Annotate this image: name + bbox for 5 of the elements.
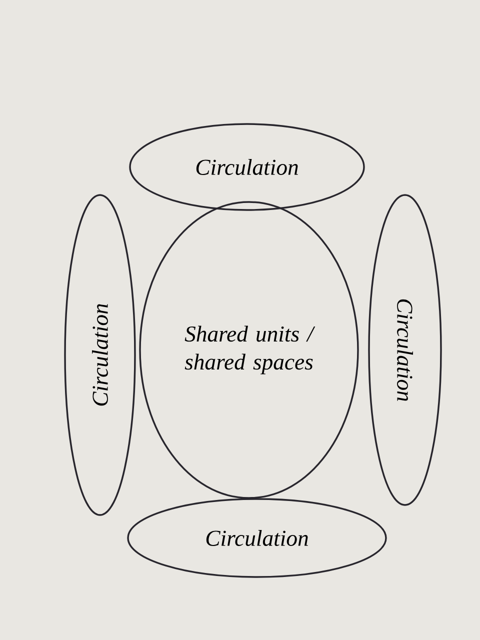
oval: Circulation — [129, 123, 365, 211]
oval: Shared units / shared spaces — [139, 201, 359, 499]
oval: Circulation — [127, 498, 387, 578]
oval: Circulation — [64, 194, 136, 516]
oval: Circulation — [368, 194, 442, 506]
